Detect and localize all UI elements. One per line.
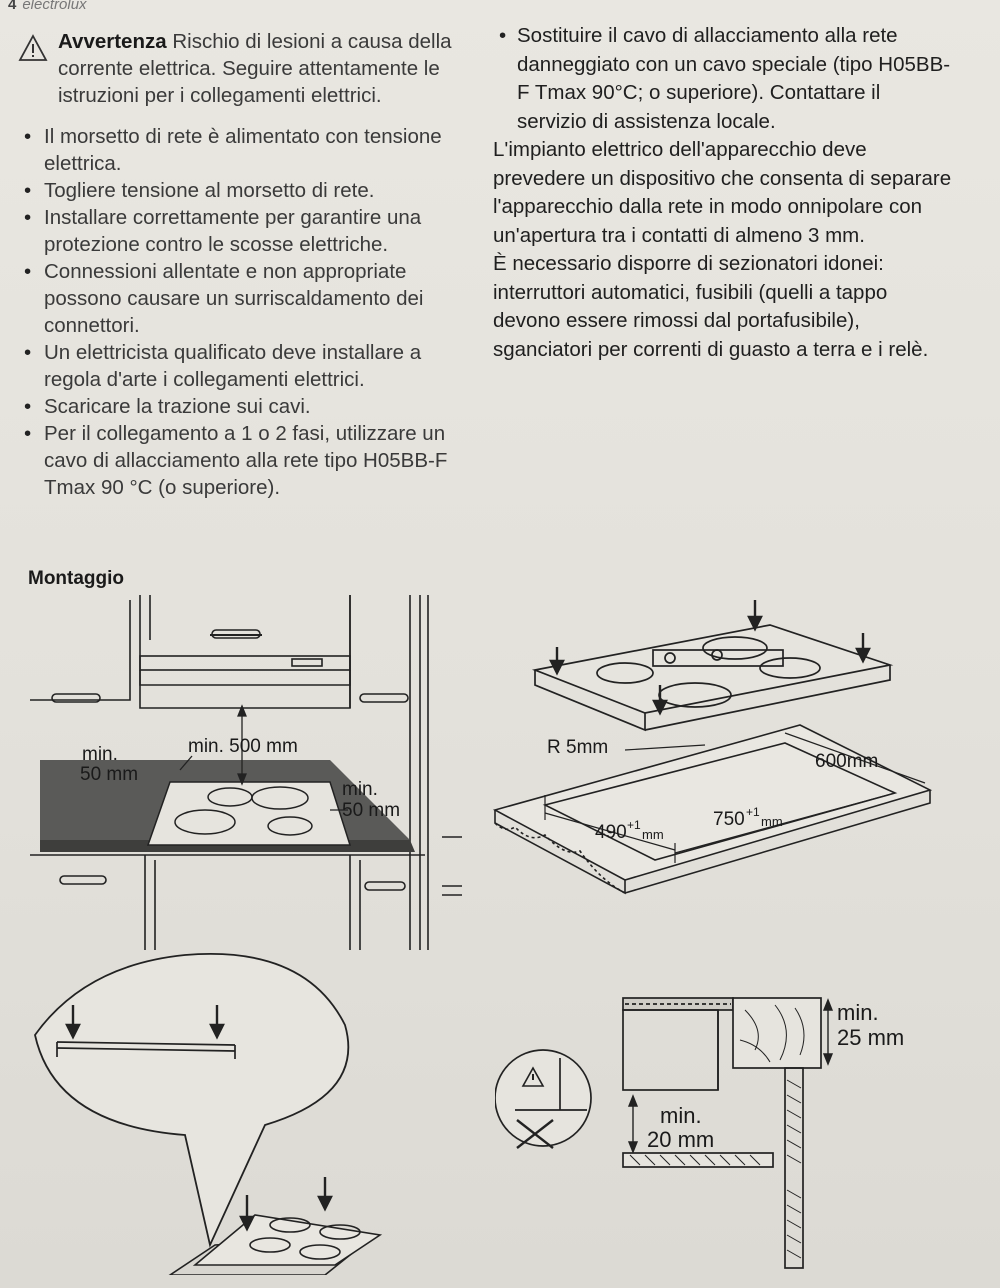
fig1-top-label: min. 500 mm xyxy=(188,736,298,757)
figure-kitchen-clearance: min. 50 mm min. 500 mm min. 50 mm xyxy=(30,595,462,950)
left-column: Avvertenza Rischio di lesioni a causa de… xyxy=(18,28,468,501)
fig4-min-label-top: min. xyxy=(837,1000,879,1025)
list-item: Un elettricista qualificato deve install… xyxy=(18,339,468,393)
list-item: Togliere tensione al morsetto di rete. xyxy=(18,177,468,204)
figure-cabinet-clearance: min. 25 mm min. 20 mm xyxy=(495,997,904,1269)
fig4-gap: 20 mm xyxy=(647,1127,714,1152)
fig2-radius: R 5mm xyxy=(547,737,608,758)
fig2-length-tolerance: +1 xyxy=(746,805,760,819)
fig2-width: 600mm xyxy=(815,751,878,772)
brand-name: electrolux xyxy=(22,0,87,13)
fig1-left-value: 50 mm xyxy=(80,764,138,785)
paragraph: È necessario disporre di sezionatori ido… xyxy=(493,252,929,361)
page-header: 4 electrolux xyxy=(8,0,87,13)
list-item: Sostituire il cavo di allacciamento alla… xyxy=(493,22,953,136)
fig2-length-unit: mm xyxy=(761,814,783,829)
warning-label: Avvertenza xyxy=(58,30,167,53)
right-bullet-list: Sostituire il cavo di allacciamento alla… xyxy=(493,22,953,136)
list-item: Scaricare la trazione sui cavi. xyxy=(18,393,468,420)
right-column: Sostituire il cavo di allacciamento alla… xyxy=(493,22,953,364)
list-item: Connessioni allentate e non appropriate … xyxy=(18,258,468,339)
page-number: 4 xyxy=(8,0,17,13)
fig2-depth: 490 xyxy=(595,822,627,843)
warning-text: Rischio di lesioni a causa della corrent… xyxy=(58,30,452,107)
paragraph: L'impianto elettrico dell'apparecchio de… xyxy=(493,138,952,247)
warning-block: Avvertenza Rischio di lesioni a causa de… xyxy=(18,28,468,109)
warning-icon xyxy=(18,34,48,61)
fig1-right-value: 50 mm xyxy=(342,800,400,821)
fig2-depth-tolerance: +1 xyxy=(627,818,641,832)
figure-cutout-dimensions: R 5mm 600mm 490 +1 mm 750 +1 mm xyxy=(492,600,933,895)
fig4-min-label-gap: min. xyxy=(660,1103,702,1128)
list-item: Per il collegamento a 1 o 2 fasi, utiliz… xyxy=(18,420,468,501)
figure-seal-application xyxy=(34,953,383,1275)
list-item: Il morsetto di rete è alimentato con ten… xyxy=(18,123,468,177)
fig4-thickness: 25 mm xyxy=(837,1025,904,1050)
list-item: Installare correttamente per garantire u… xyxy=(18,204,468,258)
left-bullet-list: Il morsetto di rete è alimentato con ten… xyxy=(18,123,468,501)
fig2-length: 750 xyxy=(713,809,745,830)
fig1-min-label-left: min. xyxy=(82,744,118,765)
fig2-depth-unit: mm xyxy=(642,827,664,842)
section-title: Montaggio xyxy=(28,568,125,589)
fig1-min-label-right: min. xyxy=(342,779,378,800)
